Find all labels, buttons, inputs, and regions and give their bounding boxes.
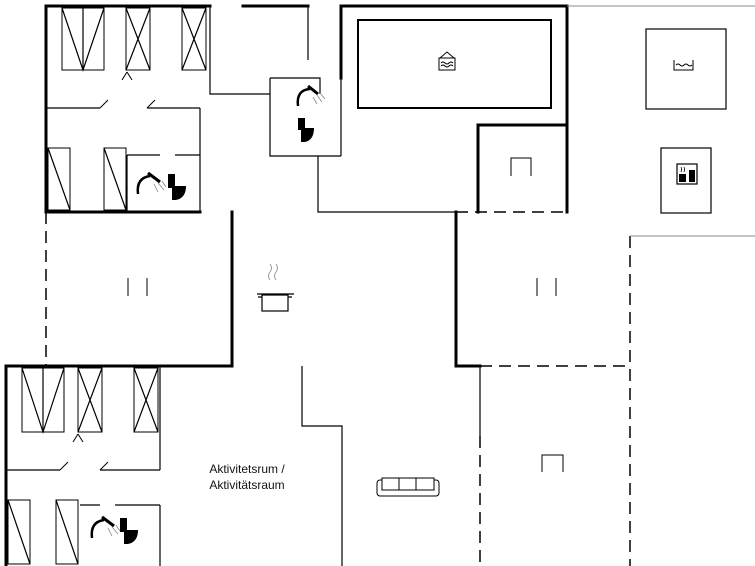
sauna-icon [676, 163, 698, 185]
single-bed-icon [7, 499, 31, 565]
kitchen-pot-icon [257, 263, 294, 312]
hot-tub-icon [673, 60, 694, 71]
shower-icon [296, 84, 326, 107]
sofa-icon [376, 477, 440, 497]
bathroom-bottom-left [90, 515, 138, 544]
annex-outline [567, 5, 755, 237]
single-bed-icon [61, 7, 105, 72]
single-bed-icon [55, 499, 79, 565]
dashed-boundaries [45, 125, 631, 566]
room-label-line2: Aktivitätsraum [209, 478, 285, 492]
door-markers [127, 157, 564, 472]
bedroom-bottom-left [7, 367, 159, 565]
single-bed-icon [77, 367, 103, 433]
single-bed-icon [47, 147, 71, 211]
toilet-icon [168, 174, 186, 200]
bathroom-top-left [136, 171, 186, 200]
pool [357, 19, 552, 109]
bathroom-top-middle [296, 84, 326, 142]
single-bed-icon [125, 7, 151, 71]
single-bed-icon [103, 147, 127, 211]
bedroom-top-left [47, 7, 207, 211]
single-bed-icon [133, 367, 159, 433]
shower-icon [90, 515, 121, 539]
room-label-line1: Aktivitetsrum / [209, 462, 285, 476]
pool-icon [438, 51, 456, 71]
single-bed-icon [181, 7, 207, 71]
double-bed-icon [21, 367, 65, 434]
activity-room-label: Aktivitetsrum / Aktivitätsraum [178, 461, 316, 493]
sauna [660, 147, 712, 214]
toilet-icon [298, 118, 314, 142]
toilet-icon [120, 518, 138, 544]
interior-walls [6, 6, 481, 566]
shower-icon [136, 171, 167, 195]
hot-tub [645, 28, 727, 110]
